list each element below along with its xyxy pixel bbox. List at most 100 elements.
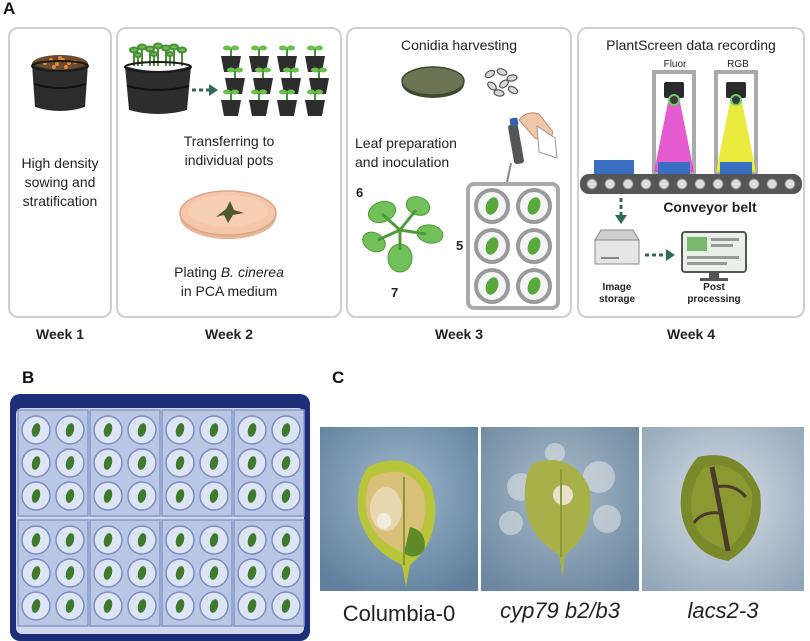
transfer-text-line2: individual pots [184,152,274,168]
columbia-0-caption: Columbia-0 [342,601,456,626]
tray-well [93,558,123,588]
tray-well [127,415,157,445]
lacs2-3-leaf-photo [642,427,804,591]
six-well-plate-illustration [466,182,560,310]
tray-well [55,525,85,555]
pot-seedling [249,89,269,116]
tray-well [199,448,229,478]
tray-well [127,591,157,621]
post-processing-line2: processing [687,294,741,305]
leaf-prep-text-line1: Leaf preparation [355,135,457,151]
plating-prefix: Plating [174,264,221,280]
tray-well [21,481,51,511]
inoculated-tray-photo [10,394,310,641]
tray-well [21,525,51,555]
seedling-pot-illustration [124,42,192,114]
tray-well [55,481,85,511]
well-with-leaf [474,188,510,224]
pot-seedling [281,67,301,94]
tray-well [165,448,195,478]
conidia-harvesting-text: Conidia harvesting [401,37,517,53]
plantscreen-station-illustration [580,70,802,194]
tray-well [271,415,301,445]
tray-well [237,415,267,445]
tray-well [93,448,123,478]
tray-well [271,591,301,621]
pot-seedling [305,45,325,72]
tray-well [165,481,195,511]
columbia-0-leaf-photo [320,427,478,591]
plantscreen-title: PlantScreen data recording [606,37,776,53]
tray-well [237,558,267,588]
plating-species: B. cinerea [220,264,284,280]
conidia-spores-illustration [484,68,519,97]
tray-well [55,591,85,621]
conidia-dish-illustration [401,66,465,98]
week1-text-line2: sowing and [24,174,96,190]
well-with-leaf [474,268,510,304]
panel-c-label: C [332,368,345,387]
tray-well [237,448,267,478]
pot-seedling [225,67,245,94]
tray-well [199,558,229,588]
arrow-right-icon [645,249,675,261]
arrow-down-icon [615,198,627,224]
storage-drive-icon [594,229,640,265]
tray-well [127,558,157,588]
tray-well [237,525,267,555]
panel-a-label: A [3,0,16,18]
monitor-icon [681,231,747,281]
pot-seedling [221,45,241,72]
tray-well [237,481,267,511]
tray-well [127,525,157,555]
plating-text-line1: Plating B. cinerea [116,263,342,282]
tray-well [21,448,51,478]
pot-seedling [277,45,297,72]
tray-well [271,525,301,555]
label-7: 7 [391,285,399,300]
pot-seedling [305,89,325,116]
label-5: 5 [456,238,464,253]
week3-label: Week 3 [435,326,483,342]
post-processing-line1: Post [703,282,725,293]
tray-well [165,415,195,445]
petri-dish-illustration [179,190,277,239]
tray-well [271,558,301,588]
leaf-prep-text-line2: and inoculation [355,154,450,170]
pot-seedling [309,67,329,94]
week2-label: Week 2 [205,326,253,342]
week1-text-line3: stratification [22,193,98,209]
pot-seedling [277,89,297,116]
tray-well [93,415,123,445]
image-storage-line1: Image [602,282,632,293]
tray-well [199,481,229,511]
fluor-label: Fluor [663,59,687,70]
tray-well [199,591,229,621]
pipette-hand-illustration [506,112,558,183]
week1-text-line1: High density [21,155,99,171]
panel-b-label: B [22,368,35,387]
individual-pots-illustration [221,45,329,116]
well-with-leaf [516,188,552,224]
tray-well [199,415,229,445]
transfer-text-line1: Transferring to [183,133,275,149]
conveyor-belt-label: Conveyor belt [663,199,757,215]
tray-well [21,415,51,445]
tray-well [21,558,51,588]
tray-well [55,448,85,478]
pot-seedling [253,67,273,94]
tray-well [93,591,123,621]
pot-seedling [249,45,269,72]
tray-well [93,525,123,555]
tray-well [93,481,123,511]
tray-well [165,558,195,588]
tray-well [127,481,157,511]
week1-label: Week 1 [36,326,84,342]
tray-well [199,525,229,555]
tray-well [271,481,301,511]
well-with-leaf [474,228,510,264]
high-density-pot-illustration [31,55,89,111]
tray-well [127,448,157,478]
tray-well [271,448,301,478]
tray-well [55,558,85,588]
